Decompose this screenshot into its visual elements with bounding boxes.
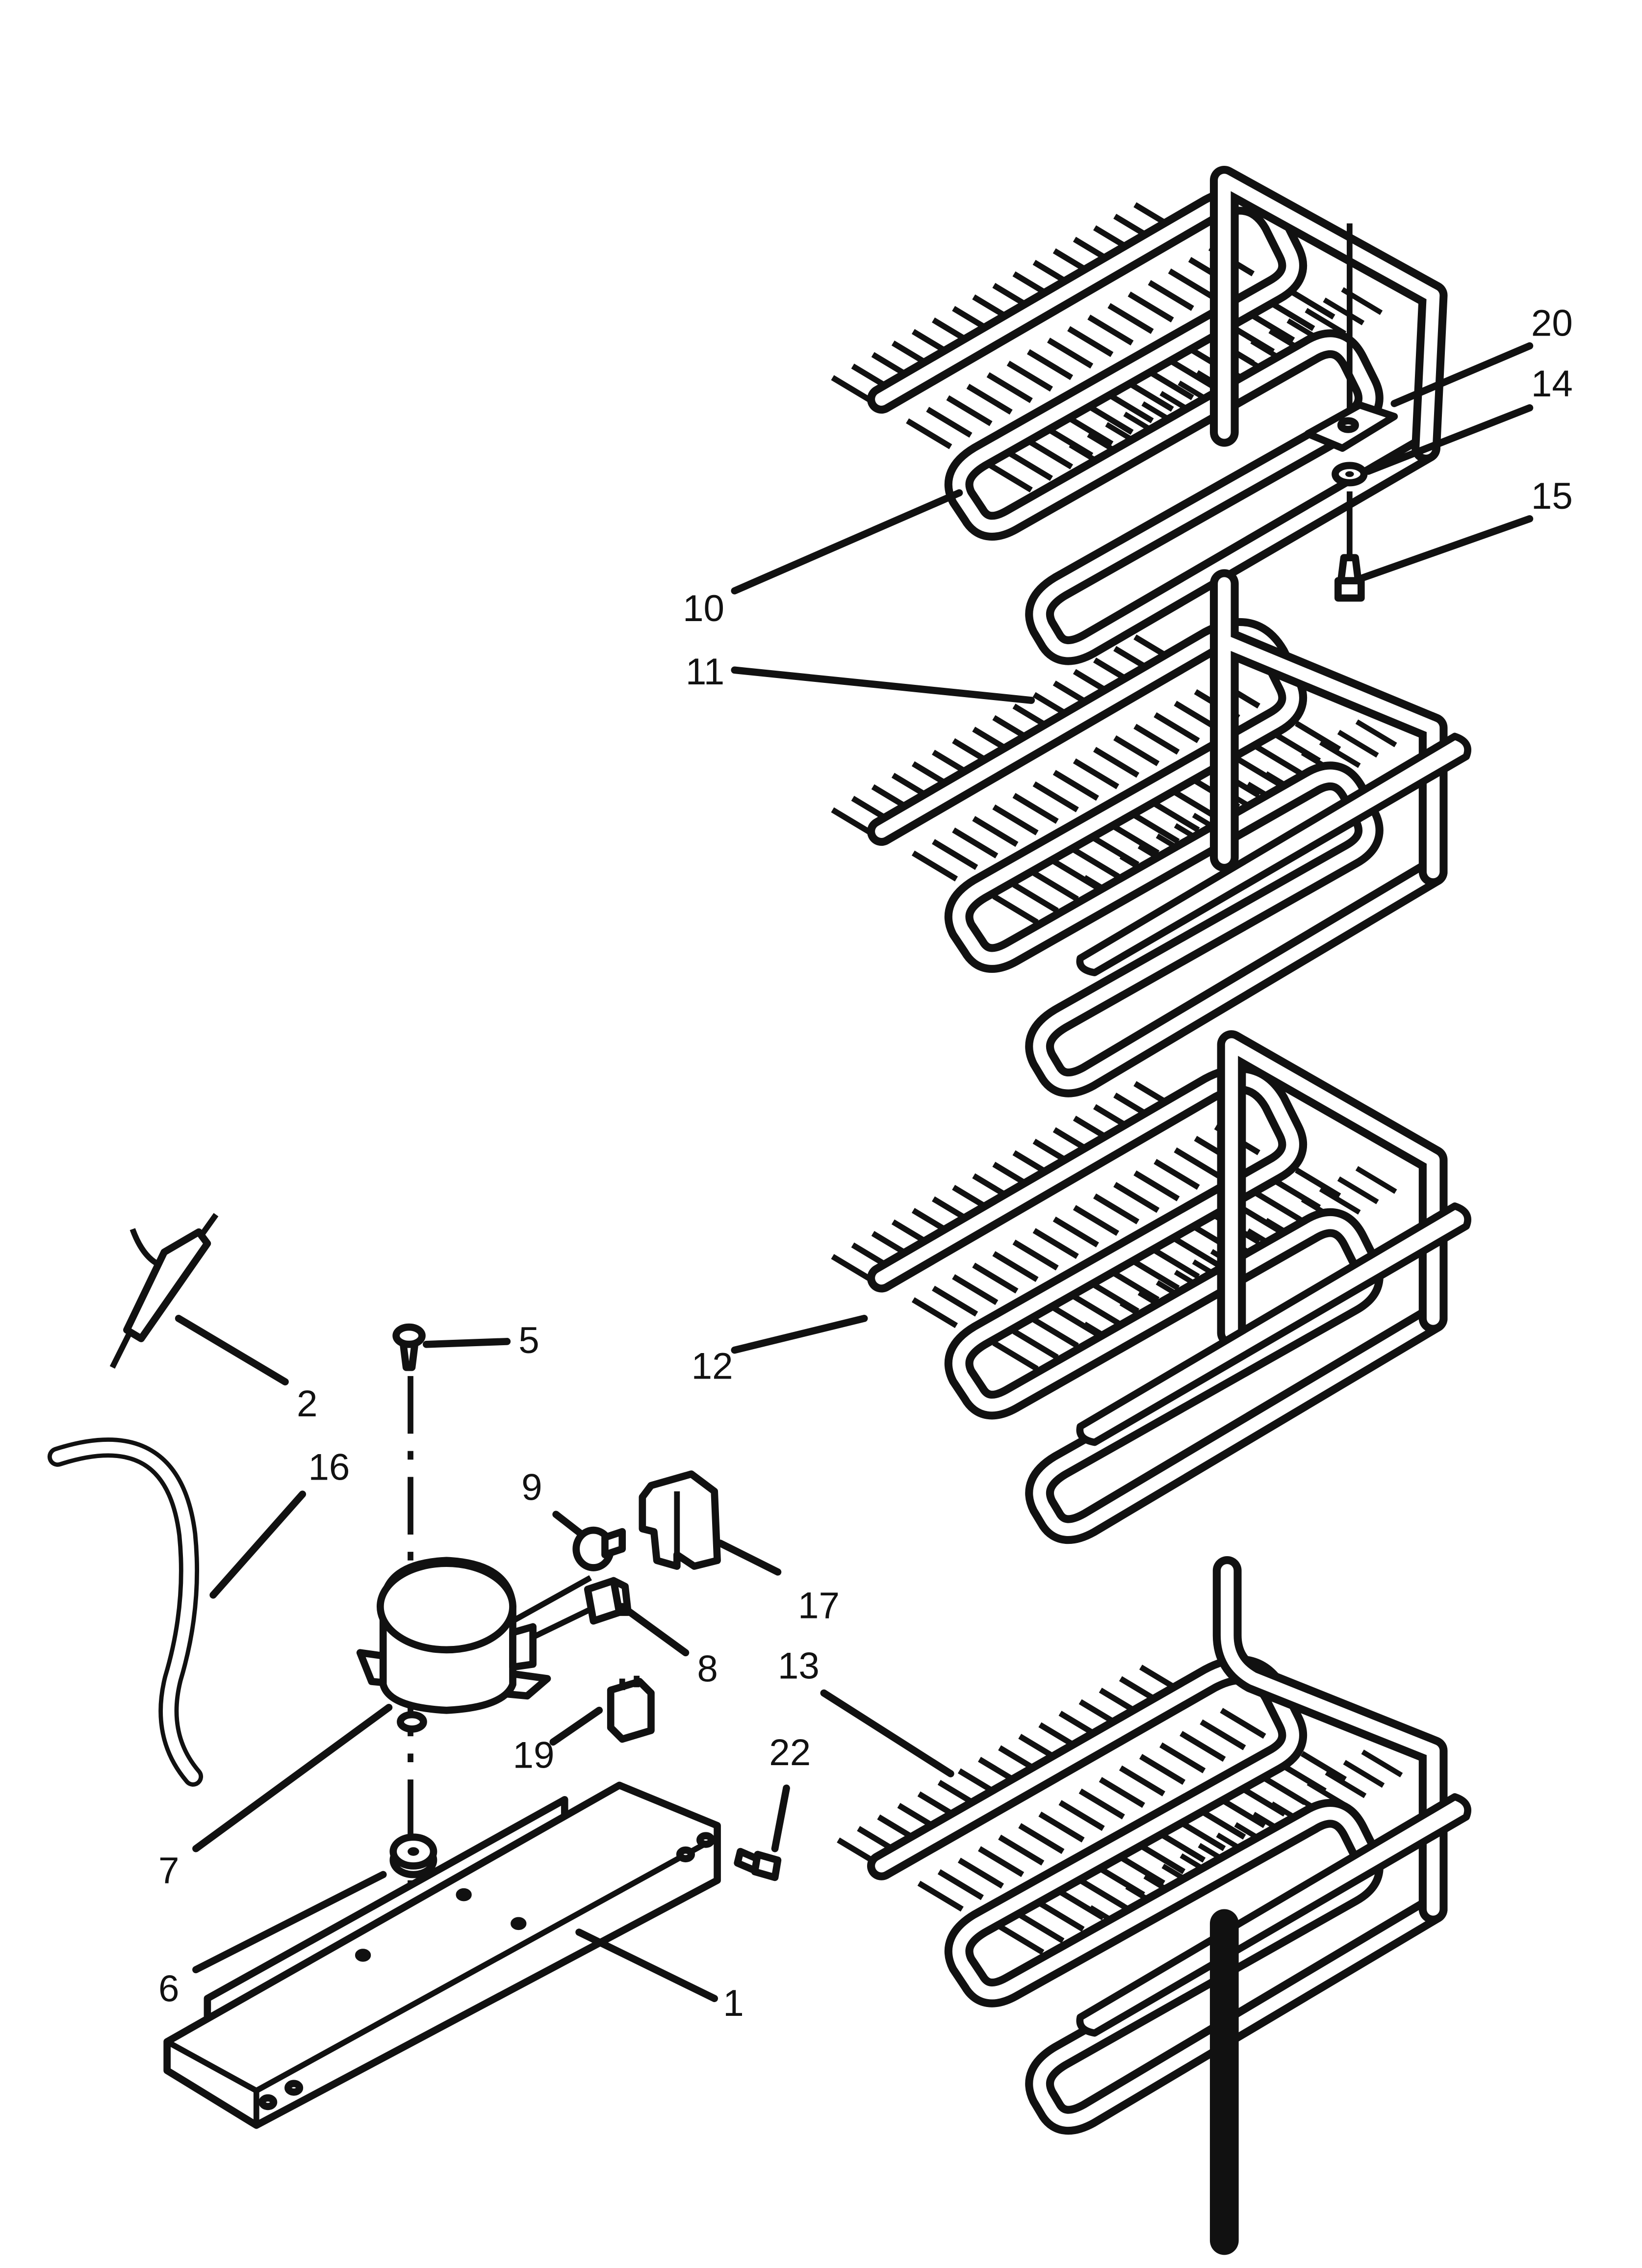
compressor-icon [356,1557,604,1733]
washer-icon [1332,462,1368,487]
condenser-coil-13 [838,1556,1471,2255]
callout-12: 12 [692,1346,733,1387]
screw-icon [1334,554,1365,602]
callout-15: 15 [1531,475,1573,517]
callout-22: 22 [769,1732,811,1773]
callout-labels: 20 14 15 10 11 5 12 2 16 9 17 8 13 19 22… [158,302,1573,2024]
grommet-icon [389,1833,437,1878]
condenser-coil-12 [832,1030,1471,1544]
mounting-hardware-group [1304,223,1398,602]
callout-6: 6 [158,1968,179,2009]
callout-14: 14 [1531,363,1573,405]
base-rail-icon [163,1781,721,2129]
callout-17: 17 [798,1585,840,1626]
relay-icon [584,1577,632,1625]
capacitor-icon [607,1675,655,1743]
leader-lines [175,342,1534,2002]
callout-16: 16 [308,1446,350,1488]
condenser-coil-11 [832,569,1471,1097]
cover-icon [639,1470,721,1570]
callout-11: 11 [686,651,724,693]
callout-13: 13 [778,1645,820,1687]
callout-7: 7 [158,1850,179,1892]
callout-8: 8 [697,1648,718,1690]
drier-icon [109,1213,219,1369]
callout-9: 9 [521,1466,542,1508]
callout-1: 1 [723,1982,744,2024]
tube-icon [47,1437,204,1787]
pad-icon [1304,401,1398,452]
callout-10: 10 [683,588,724,629]
overload-icon [572,1526,626,1571]
callout-19: 19 [513,1735,555,1776]
callout-5: 5 [518,1320,539,1361]
condenser-coil-10 [832,165,1448,665]
callout-2: 2 [297,1383,317,1425]
callout-20: 20 [1531,302,1573,344]
screw-icon [734,1848,782,1881]
